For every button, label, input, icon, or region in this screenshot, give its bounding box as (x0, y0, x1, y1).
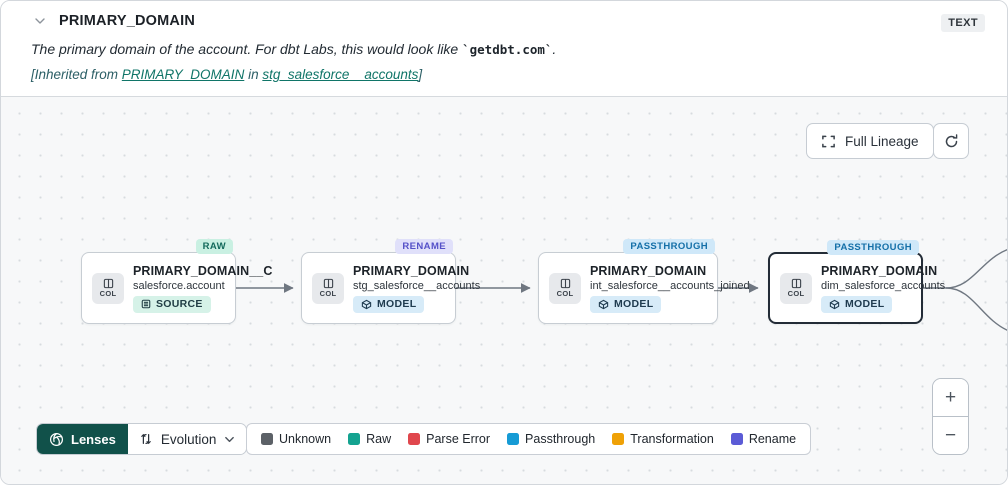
zoom-out-button[interactable]: − (933, 417, 968, 454)
inherited-column-link[interactable]: PRIMARY_DOMAIN (121, 67, 245, 82)
column-title: PRIMARY_DOMAIN (59, 13, 195, 29)
evolution-tag: PASSTHROUGH (623, 239, 715, 254)
resource-type-badge: MODEL (353, 295, 425, 313)
legend-item: Unknown (261, 432, 331, 446)
node-subtitle: salesforce.account (133, 279, 225, 292)
inline-code: `getdbt.com` (462, 42, 553, 57)
column-icon: COL (312, 272, 344, 304)
legend-item: Raw (348, 432, 391, 446)
legend-item: Parse Error (408, 432, 490, 446)
source-icon (141, 299, 151, 309)
chevron-down-icon[interactable] (31, 12, 49, 30)
legend-chip-unknown (261, 433, 273, 445)
evolution-legend: Unknown Raw Parse Error Passthrough Tran… (246, 423, 812, 455)
resource-type-badge: MODEL (821, 295, 893, 313)
full-lineage-button[interactable]: Full Lineage (806, 123, 934, 159)
column-icon: COL (549, 272, 581, 304)
legend-item: Passthrough (507, 432, 595, 446)
evolution-tag: PASSTHROUGH (827, 240, 919, 255)
legend-item: Transformation (612, 432, 714, 446)
column-description: The primary domain of the account. For d… (31, 41, 557, 57)
full-lineage-label: Full Lineage (845, 133, 919, 149)
lineage-node-staging[interactable]: RENAME COL PRIMARY_DOMAIN stg_salesforce… (301, 239, 480, 324)
column-type-badge: TEXT (941, 14, 985, 32)
lineage-canvas[interactable]: Full Lineage RAW COL PRIMARY_DOMAIN__C s… (1, 96, 1007, 484)
node-subtitle: stg_salesforce__accounts (353, 279, 481, 292)
refresh-button[interactable] (933, 123, 969, 159)
zoom-controls: + − (932, 378, 969, 455)
node-title: PRIMARY_DOMAIN (590, 263, 707, 278)
evolution-icon (141, 433, 151, 445)
lineage-node-intermediate[interactable]: PASSTHROUGH COL PRIMARY_DOMAIN int_sales… (538, 239, 750, 324)
model-icon (598, 299, 609, 309)
legend-chip-passthrough (507, 433, 520, 445)
node-subtitle: int_salesforce__accounts_joined (590, 279, 750, 292)
lens-aperture-icon (49, 432, 64, 446)
legend-item: Rename (730, 432, 796, 446)
legend-chip-rename (730, 433, 743, 445)
divider (933, 416, 968, 417)
zoom-in-button[interactable]: + (933, 379, 968, 416)
header: PRIMARY_DOMAIN TEXT The primary domain o… (1, 1, 1007, 96)
lens-dropdown[interactable]: Evolution (127, 424, 247, 454)
column-icon: COL (780, 272, 812, 304)
lens-selected-label: Evolution (160, 431, 217, 447)
resource-type-badge: SOURCE (133, 295, 211, 313)
lineage-node-dim-selected[interactable]: PASSTHROUGH COL PRIMARY_DOMAIN dim_sales… (768, 240, 945, 324)
lenses-label: Lenses (71, 431, 116, 447)
model-icon (361, 299, 372, 309)
node-title: PRIMARY_DOMAIN (821, 263, 938, 278)
inherited-model-link[interactable]: stg_salesforce__accounts (262, 67, 419, 82)
lenses-button[interactable]: Lenses (37, 424, 128, 454)
evolution-tag: RENAME (395, 239, 453, 254)
expand-icon (821, 134, 836, 149)
lenses-control: Lenses Evolution (36, 423, 248, 455)
node-title: PRIMARY_DOMAIN__C (133, 263, 273, 278)
lineage-node-source[interactable]: RAW COL PRIMARY_DOMAIN__C salesforce.acc… (81, 239, 272, 324)
legend-chip-transformation (612, 433, 625, 445)
chevron-down-icon (225, 436, 235, 442)
refresh-icon (943, 133, 960, 150)
legend-chip-parse-error (408, 433, 421, 445)
inherited-note: [Inherited from PRIMARY_DOMAIN in stg_sa… (31, 67, 423, 82)
column-icon: COL (92, 272, 124, 304)
evolution-tag: RAW (195, 239, 233, 254)
resource-type-badge: MODEL (590, 295, 662, 313)
model-icon (829, 299, 840, 309)
node-title: PRIMARY_DOMAIN (353, 263, 470, 278)
legend-chip-raw (348, 433, 361, 445)
node-subtitle: dim_salesforce_accounts (821, 279, 946, 292)
